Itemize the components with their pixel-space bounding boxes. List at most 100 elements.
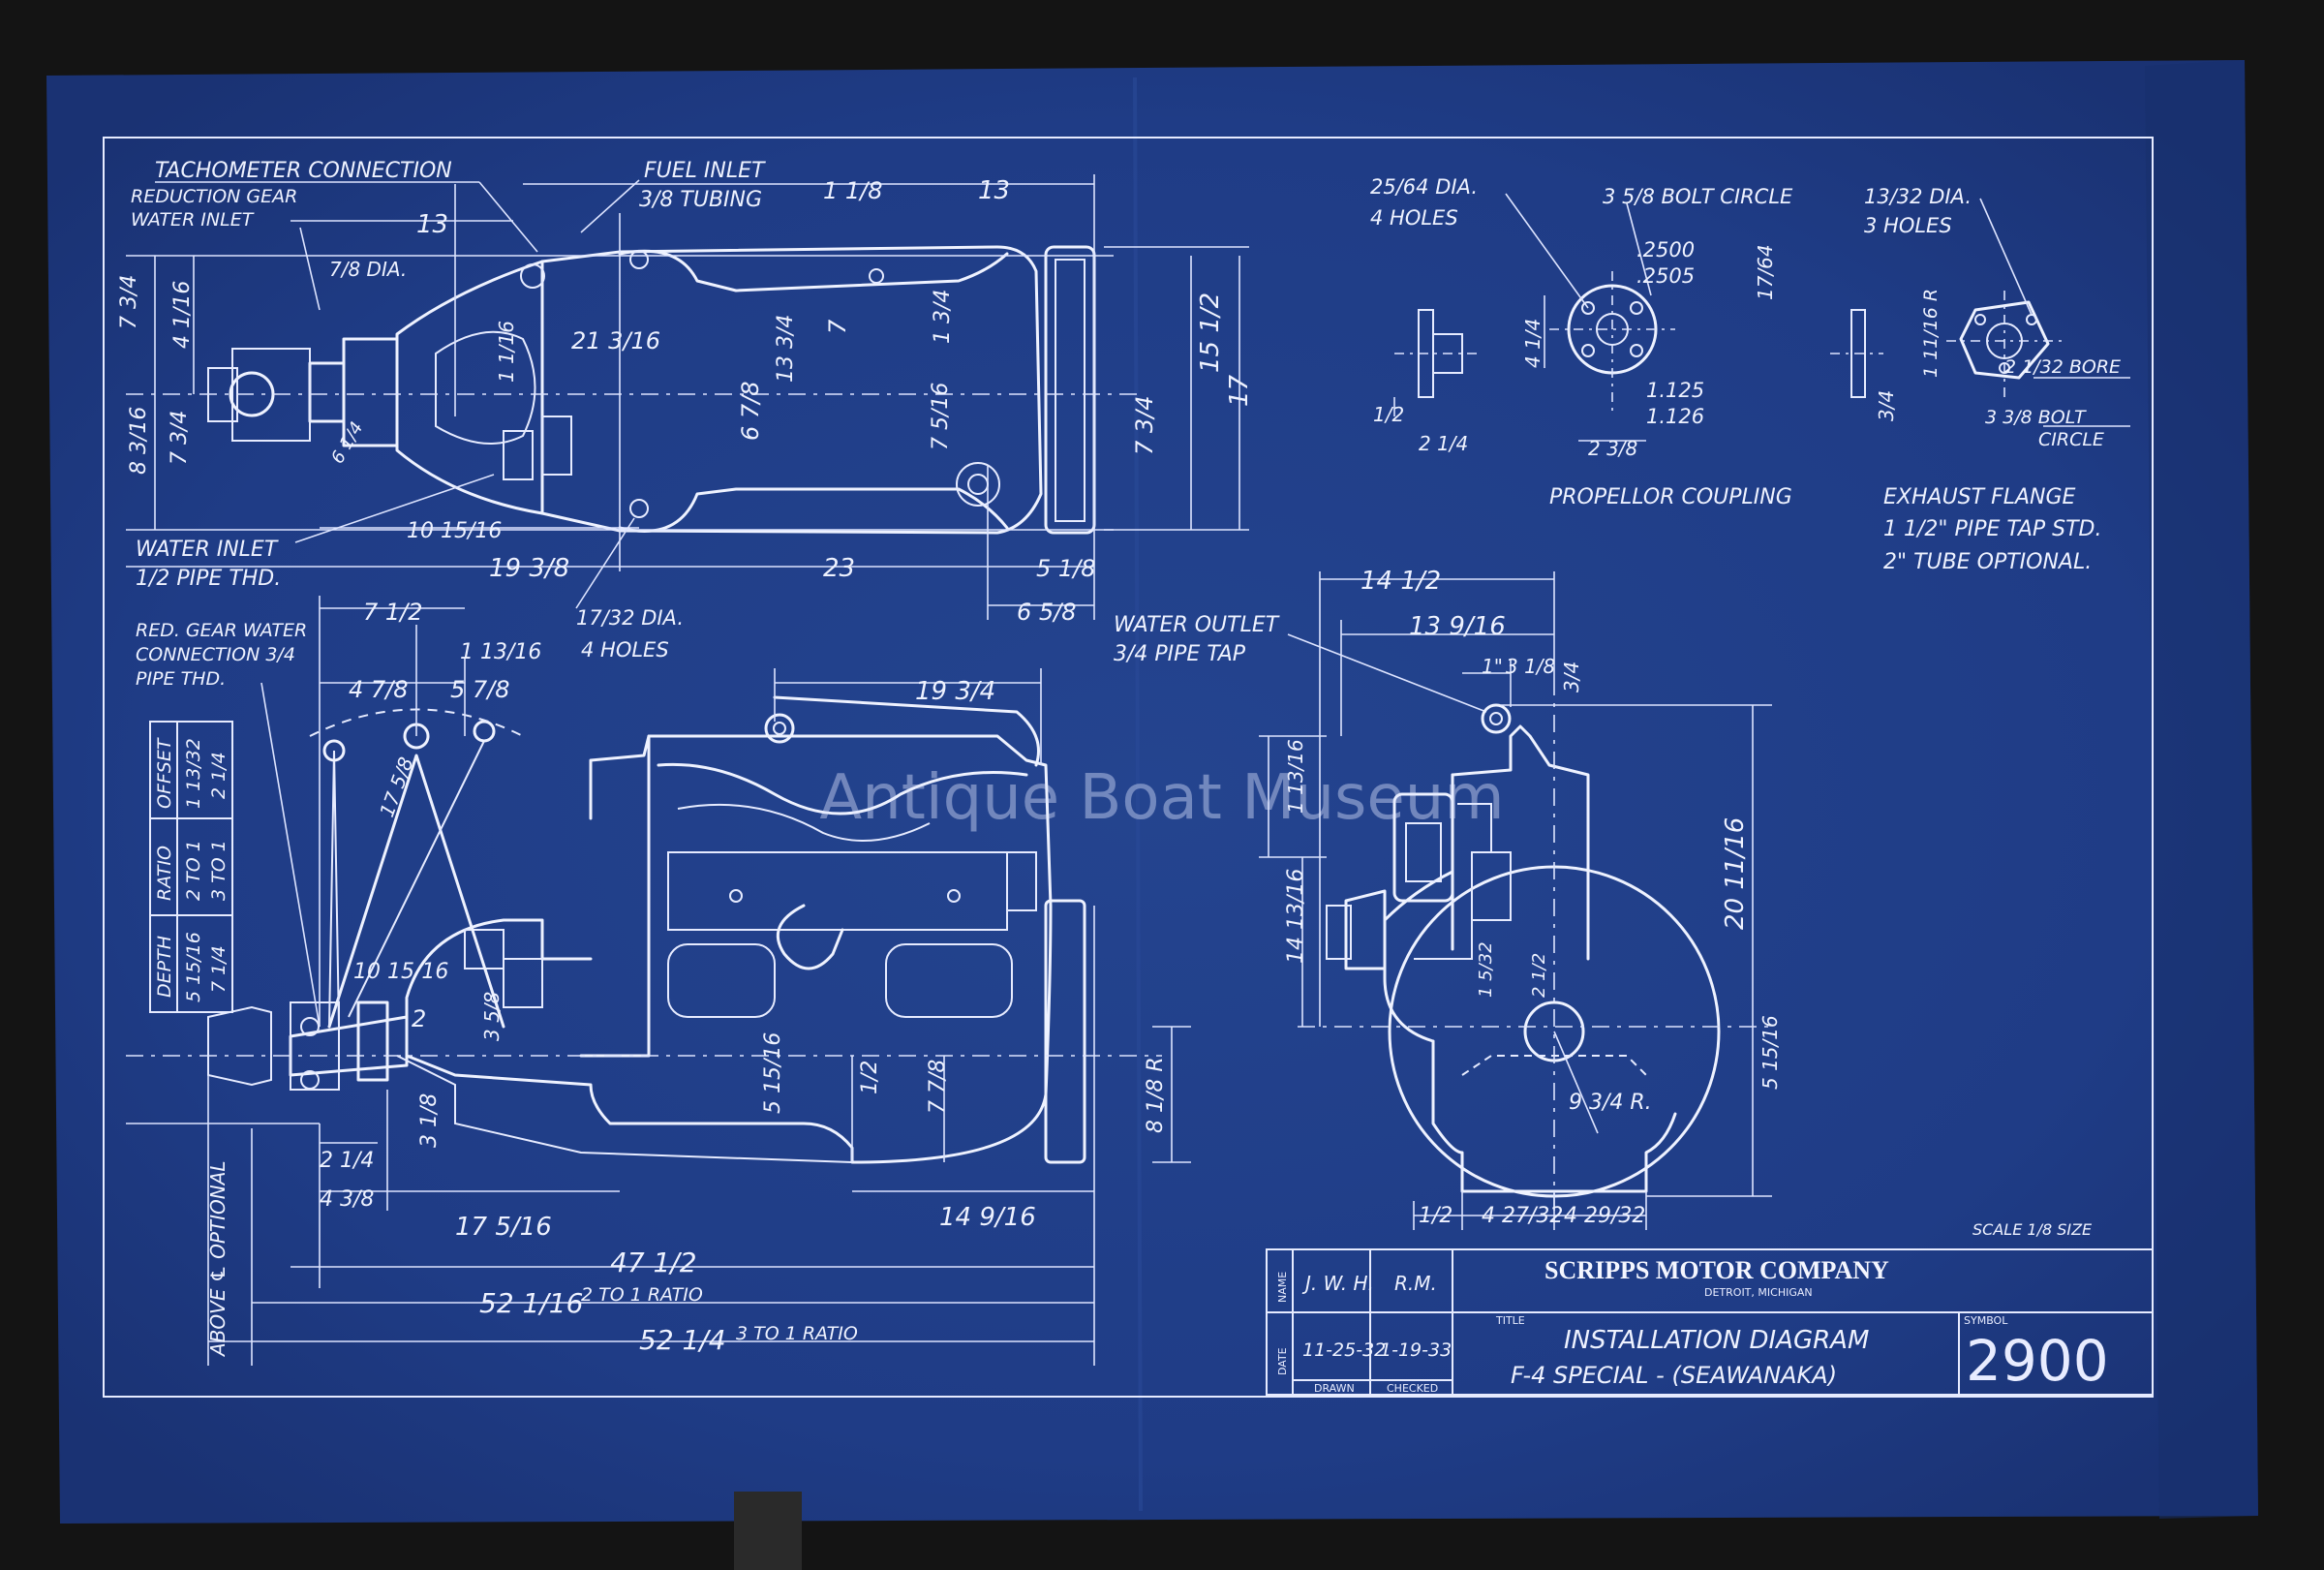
name-label: NAME: [1276, 1272, 1289, 1303]
exhaust-flange-detail: [1830, 198, 2130, 427]
flange-bore: 2 1/32 BORE: [2004, 356, 2121, 378]
blueprint-sheet: [46, 60, 2258, 1524]
dim-7: 7: [824, 319, 851, 334]
dim-4-3-8: 4 3/8: [320, 1187, 374, 1212]
table-header-depth: DEPTH: [154, 936, 175, 998]
dim-10-15-16-side: 10 15/16: [353, 960, 448, 984]
dim-17: 17: [1225, 374, 1254, 407]
flange-bolt-circle-a: 3 3/8 BOLT: [1985, 407, 2087, 428]
flange-holes-dia: 13/32 DIA.: [1864, 185, 1972, 208]
coupling-holes-count: 4 HOLES: [1370, 206, 1458, 230]
dim-1-5-32: 1 5/32: [1476, 941, 1496, 998]
table-r1-ratio: 2 TO 1: [183, 840, 204, 901]
dim-13-b: 13: [978, 176, 1010, 205]
coupling-bore-a: .2500: [1636, 238, 1695, 262]
dim-7-8-dia: 7/8 DIA.: [329, 258, 407, 281]
table-header-ratio: RATIO: [154, 846, 175, 901]
dim-7-3-4-a: 7 3/4: [117, 275, 141, 329]
reduction-gear-label: REDUCTION GEAR: [131, 186, 297, 207]
dim-1-3-4: 1 3/4: [931, 290, 955, 344]
dim-1-13-16-end: 1 13/16: [1284, 739, 1307, 814]
dim-4-7-8: 4 7/8: [349, 676, 409, 703]
drawing-title-2: F-4 SPECIAL - (SEAWANAKA): [1511, 1362, 1837, 1389]
dim-13-3-4: 13 3/4: [774, 315, 798, 383]
dim-14-9-16: 14 9/16: [939, 1203, 1036, 1232]
flange-1-11-16-r: 1 11/16 R: [1920, 289, 1942, 378]
exhaust-flange-labels: 13/32 DIA. 3 HOLES 1 11/16 R 2 1/32 BORE…: [1864, 185, 2121, 574]
dim-21-3-16: 21 3/16: [571, 327, 660, 354]
title-block: SCALE 1/8 SIZE NAME DATE J. W. H. R.M. 1…: [1266, 1220, 2154, 1396]
dim-4-1-16: 4 1/16: [170, 281, 195, 349]
symbol-label: SYMBOL: [1964, 1314, 2008, 1327]
flange-line-1: 1 1/2" PIPE TAP STD.: [1883, 517, 2102, 541]
dim-14-1-2: 14 1/2: [1361, 567, 1441, 596]
flange-title: EXHAUST FLANGE: [1883, 485, 2076, 509]
ratio-table: DEPTH RATIO OFFSET 5 15/16 2 TO 1 1 13/3…: [149, 721, 233, 1013]
dim-47-1-2: 47 1/2: [610, 1247, 697, 1278]
flange-holes-count: 3 HOLES: [1864, 214, 1952, 237]
dim-5-15-16-end: 5 15/16: [1758, 1015, 1782, 1090]
coupling-4-1-4: 4 1/4: [1521, 319, 1544, 368]
table-header-offset: OFFSET: [154, 737, 175, 809]
checked-label: CHECKED: [1387, 1382, 1438, 1395]
company-city: DETROIT, MICHIGAN: [1704, 1286, 1813, 1299]
coupling-1-125: 1.125: [1646, 379, 1704, 402]
dim-19-3-8: 19 3/8: [489, 554, 569, 583]
dim-9-3-4-r: 9 3/4 R.: [1569, 1091, 1652, 1115]
dim-1-13-16-side: 1 13/16: [460, 640, 541, 664]
dim-7-5-16: 7 5/16: [929, 383, 953, 450]
tape-strip: [734, 1492, 802, 1570]
drawn-name: J. W. H.: [1301, 1272, 1374, 1295]
dim-5-15-16-side: 5 15/16: [761, 1032, 785, 1114]
date-label: DATE: [1276, 1347, 1289, 1375]
plan-view: [126, 174, 1249, 620]
dim-3-1-8-side: 3 1/8: [417, 1093, 442, 1148]
side-view-labels: RED. GEAR WATER CONNECTION 3/4 PIPE THD.…: [136, 599, 1487, 1358]
dim-4-29-32: 4 29/32: [1564, 1204, 1645, 1228]
coupling-bore-b: .2505: [1636, 264, 1695, 288]
dim-7-1-2: 7 1/2: [363, 599, 423, 626]
dim-2: 2: [412, 1005, 426, 1032]
note-3to1-ratio: 3 TO 1 RATIO: [736, 1323, 858, 1344]
dim-5-1-8: 5 1/8: [1036, 555, 1096, 582]
dim-1-1-16: 1 1/16: [495, 321, 518, 383]
propeller-coupling-labels: 25/64 DIA. 4 HOLES 3 5/8 BOLT CIRCLE .25…: [1370, 175, 1793, 509]
dim-6-7-8: 6 7/8: [737, 381, 764, 441]
dim-52-1-4: 52 1/4: [639, 1324, 726, 1356]
coupling-1-126: 1.126: [1646, 405, 1704, 428]
scale-note: SCALE 1/8 SIZE: [1972, 1220, 2093, 1239]
above-optional-label: ABOVE ℄ OPTIONAL: [206, 1160, 229, 1358]
plan-view-labels: TACHOMETER CONNECTION REDUCTION GEAR WAT…: [117, 159, 1254, 662]
dim-8-1-8-r: 8 1/8 R: [1144, 1057, 1168, 1133]
flange-3-4: 3/4: [1875, 390, 1898, 421]
propeller-coupling-detail: [1393, 193, 1675, 442]
flange-line-2: 2" TUBE OPTIONAL.: [1883, 550, 2092, 574]
dim-5-7-8: 5 7/8: [450, 676, 510, 703]
dim-2-1-2: 2 1/2: [1529, 953, 1549, 998]
table-r2-depth: 7 1/4: [208, 945, 229, 993]
end-view: [1259, 571, 1772, 1230]
flange-bolt-circle-b: CIRCLE: [2038, 429, 2104, 450]
dim-17-5-16: 17 5/16: [455, 1213, 552, 1242]
checked-name: R.M.: [1394, 1272, 1437, 1295]
dim-1-inch: 1": [1482, 655, 1503, 678]
table-r2-ratio: 3 TO 1: [208, 840, 229, 901]
dim-1-2-side: 1/2: [858, 1061, 882, 1094]
coupling-title: PROPELLOR COUPLING: [1549, 485, 1792, 509]
dim-23: 23: [823, 554, 855, 583]
mounting-holes-dia-label: 17/32 DIA.: [576, 606, 684, 630]
mounting-holes-count-label: 4 HOLES: [581, 638, 669, 662]
dim-3-1-8-end: 3 1/8: [1506, 655, 1555, 678]
dim-52-1-16: 52 1/16: [479, 1287, 583, 1319]
dim-7-3-4-b: 7 3/4: [168, 411, 192, 465]
title-label: TITLE: [1495, 1314, 1525, 1327]
water-outlet-pipe-label: 3/4 PIPE TAP: [1114, 642, 1246, 666]
fuel-inlet-label: FUEL INLET: [644, 159, 766, 183]
reduction-gear-inlet-label: WATER INLET: [131, 209, 255, 231]
side-view: [126, 596, 1191, 1366]
dim-6-5-8: 6 5/8: [1017, 599, 1077, 626]
coupling-2-1-4: 2 1/4: [1419, 432, 1468, 455]
water-inlet-label: WATER INLET: [136, 538, 279, 562]
drawing-title-1: INSTALLATION DIAGRAM: [1564, 1326, 1869, 1355]
